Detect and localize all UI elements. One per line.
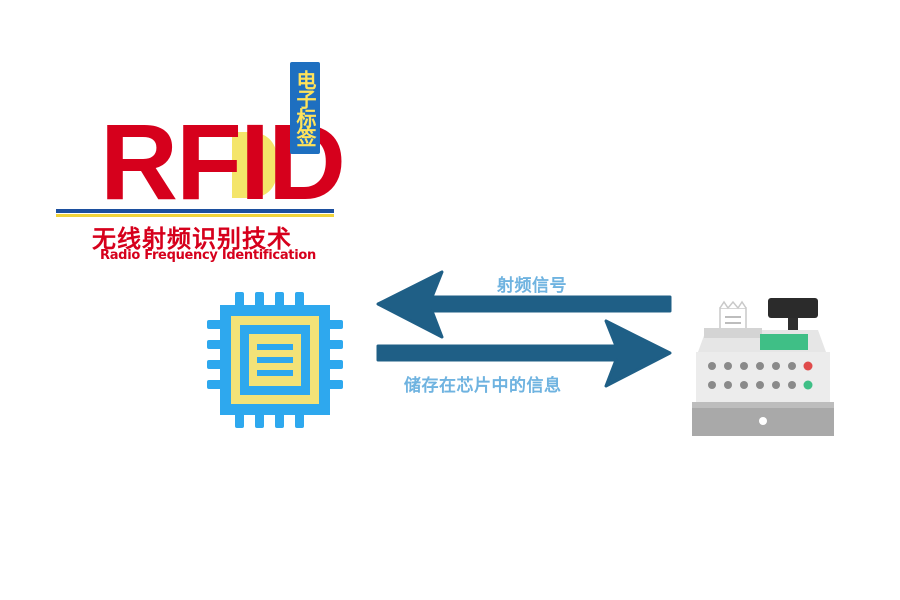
register-receipt-tear	[719, 300, 747, 310]
arrow-right-chip-info	[376, 319, 672, 388]
logo-underline-yellow	[56, 214, 334, 217]
register-keypad-body	[696, 352, 830, 402]
register-receipt-slot	[704, 328, 762, 338]
register-red-key	[803, 361, 813, 371]
register-drawer-handle	[759, 417, 767, 425]
chip-lines	[257, 344, 293, 376]
arrow-label-rf-signal: 射频信号	[497, 276, 567, 296]
logo-subtitle-english: Radio Frequency Identification	[100, 248, 316, 263]
chip-pins	[207, 292, 343, 428]
logo-subtitle-chinese: 无线射频识别技术	[92, 225, 292, 253]
arrow-left-rf-signal	[376, 270, 672, 339]
logo-underline-blue	[56, 209, 334, 213]
arrow-label-chip-info: 储存在芯片中的信息	[404, 376, 562, 396]
register-display-pole	[788, 312, 798, 330]
register-customer-display	[768, 298, 818, 318]
register-keys	[708, 362, 796, 389]
register-green-key	[803, 380, 813, 390]
rfid-chip-icon	[207, 292, 343, 428]
cash-register-reader-icon	[692, 298, 834, 436]
logo-tag-label: 电子标签	[290, 62, 320, 154]
logo-d-yellow-fill	[232, 132, 278, 198]
register-screen	[760, 334, 808, 350]
